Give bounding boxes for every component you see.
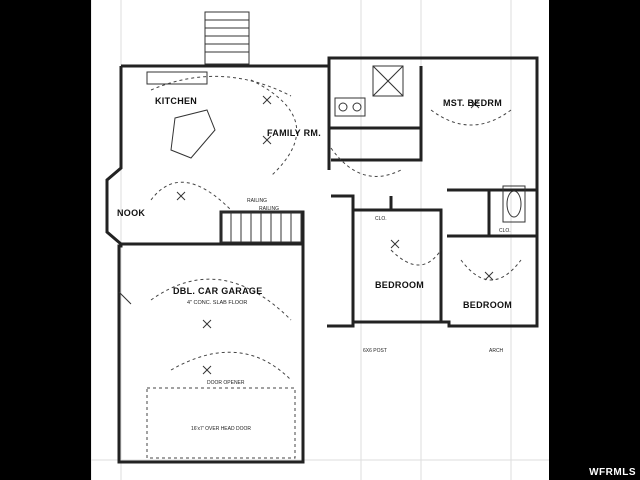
label-garage-floor: 4" CONC. SLAB FLOOR <box>187 300 247 306</box>
floor-plan-sheet: KITCHEN FAMILY RM. MST. BEDRM NOOK DBL. … <box>91 0 549 480</box>
note-railing-2: RAILING <box>259 206 279 212</box>
garage-door <box>118 291 296 459</box>
note-post: 6X6 POST <box>363 348 387 354</box>
note-closet-2: CLO. <box>499 228 511 234</box>
note-arch: ARCH <box>489 348 504 354</box>
label-bedroom-2: BEDROOM <box>463 300 512 310</box>
light-fixtures <box>176 95 494 375</box>
electrical-arcs <box>150 75 522 381</box>
note-closet-1: CLO. <box>375 216 387 222</box>
note-railing-1: RAILING <box>247 198 267 204</box>
label-bedroom-1: BEDROOM <box>375 280 424 290</box>
note-door-opener: DOOR OPENER <box>207 380 245 386</box>
floor-plan-drawing: KITCHEN FAMILY RM. MST. BEDRM NOOK DBL. … <box>91 0 549 480</box>
bath-fixtures <box>334 65 526 223</box>
exterior-walls <box>105 56 539 464</box>
label-garage: DBL. CAR GARAGE <box>173 286 263 296</box>
label-master-bedroom: MST. BEDRM <box>443 98 502 108</box>
note-overhead-door: 16'x7' OVER HEAD DOOR <box>191 426 251 432</box>
entry-stairs <box>204 11 250 65</box>
kitchen-island <box>146 71 216 159</box>
label-family-room: FAMILY RM. <box>267 128 321 138</box>
interior-stair <box>220 211 302 243</box>
label-nook: NOOK <box>117 208 145 218</box>
label-kitchen: KITCHEN <box>155 96 197 106</box>
watermark-logo: WFRMLS <box>589 467 636 478</box>
